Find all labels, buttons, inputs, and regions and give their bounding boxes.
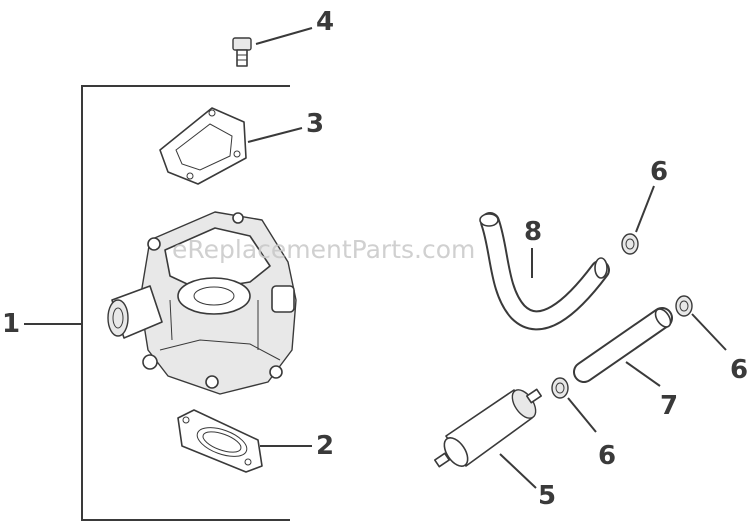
callout-2: 2 (316, 431, 334, 461)
callout-6-right: 6 (730, 355, 748, 385)
hose-clamp-right (675, 295, 727, 351)
callout-7: 7 (660, 391, 678, 421)
screw-part (232, 27, 313, 67)
callout-6-upper: 6 (650, 157, 668, 187)
top-gasket-part (159, 107, 303, 185)
callout-1: 1 (2, 309, 20, 339)
fuel-hose-part (479, 212, 610, 331)
short-hose-part (573, 307, 673, 387)
callout-5: 5 (538, 481, 556, 511)
hose-clamp-upper (621, 185, 655, 255)
callout-4: 4 (316, 7, 334, 37)
carburetor-part (107, 211, 297, 395)
assembly-bracket (24, 85, 290, 521)
callout-6-lower: 6 (598, 441, 616, 471)
callout-8: 8 (524, 217, 542, 247)
fuel-filter-part (433, 388, 543, 489)
watermark-text: eReplacementParts.com (172, 235, 475, 264)
bottom-gasket-part (177, 409, 312, 473)
callout-3: 3 (306, 109, 324, 139)
hose-clamp-lower (551, 377, 597, 433)
